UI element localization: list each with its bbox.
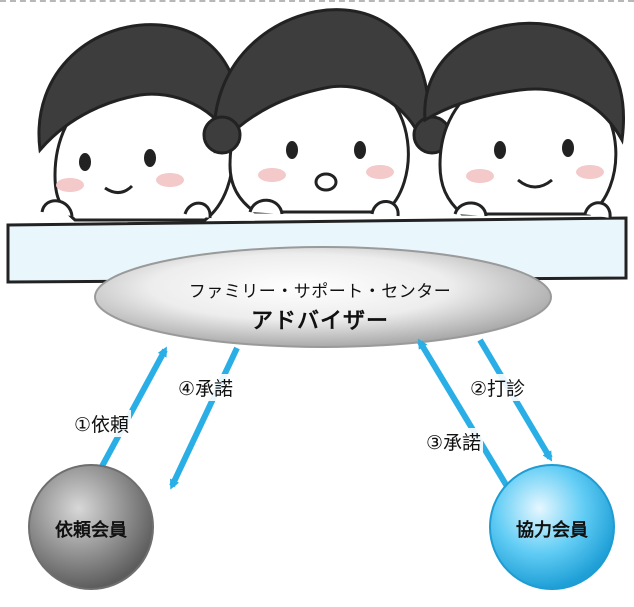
top-dashed-border — [0, 0, 634, 2]
arrow-request — [97, 346, 168, 472]
arrow-accept-to-requester — [169, 346, 240, 490]
step-1-label: ①依頼 — [72, 410, 132, 437]
requester-member-label: 依頼会員 — [55, 520, 127, 541]
step-4-label: ④承諾 — [176, 374, 236, 401]
helper-member-label: 協力会員 — [516, 520, 588, 541]
step-3-label: ③承諾 — [424, 428, 484, 455]
arrow-accept-from-helper — [417, 338, 511, 490]
advisor-hub — [94, 246, 552, 348]
advisor-org-label: ファミリー・サポート・センター — [188, 282, 452, 302]
advisor-role-label: アドバイザー — [250, 309, 389, 334]
requester-member-node — [28, 464, 154, 590]
three-children-peeking-illustration — [6, 8, 628, 284]
step-2-label: ②打診 — [468, 374, 528, 401]
helper-member-node — [489, 464, 615, 590]
